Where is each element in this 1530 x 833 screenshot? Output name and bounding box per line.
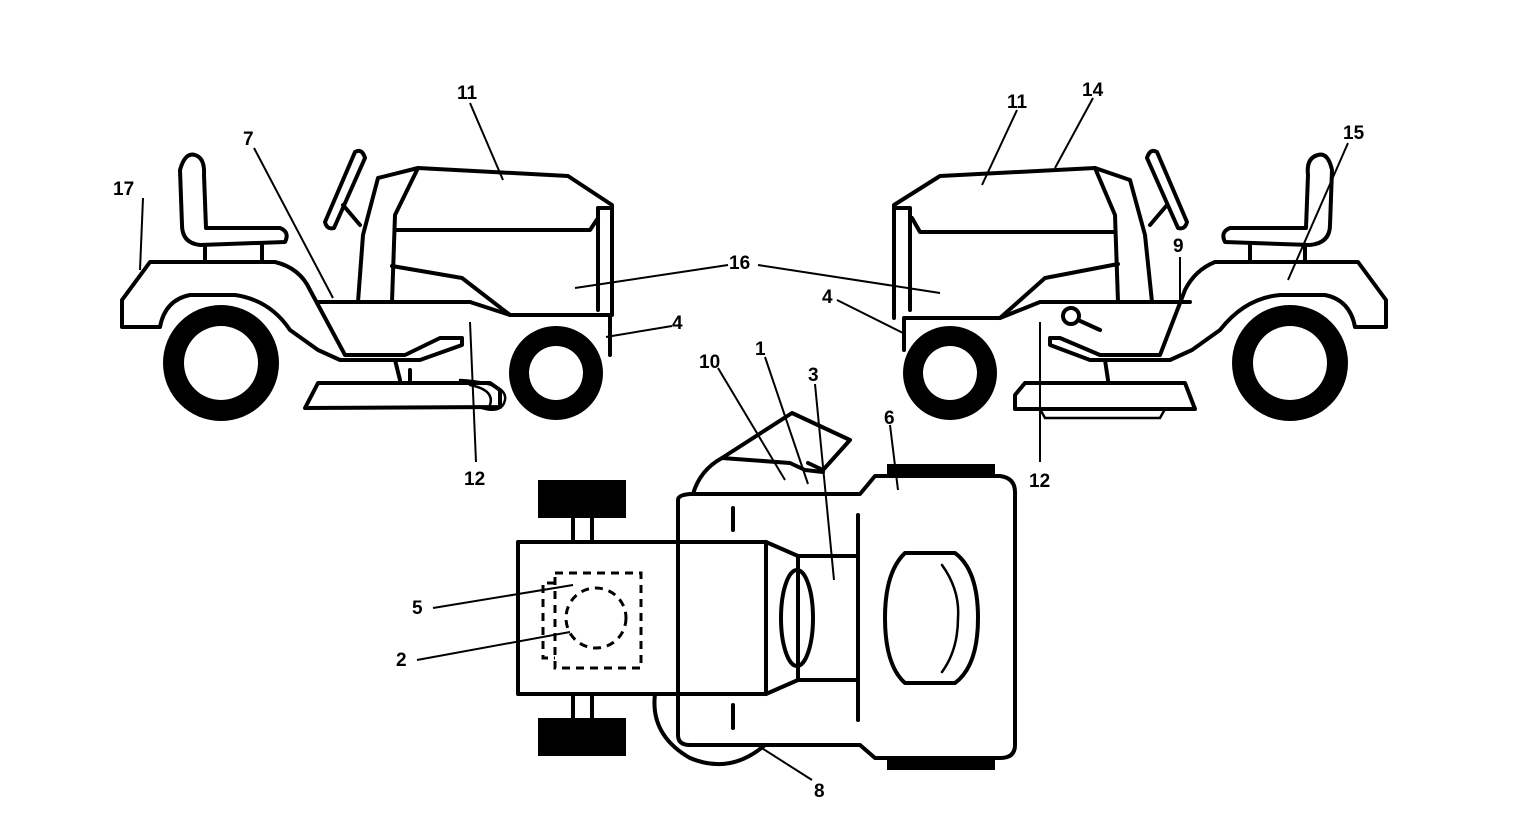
- callout-9: 9: [1173, 236, 1184, 257]
- callout-11-left: 11: [457, 83, 478, 104]
- callout-3: 3: [808, 365, 819, 386]
- leader-lines: [139, 97, 1349, 781]
- callout-17: 17: [113, 179, 134, 200]
- callout-8: 8: [814, 781, 825, 802]
- callout-16: 16: [729, 253, 750, 274]
- tractor-right-side-view: [892, 148, 1388, 421]
- callout-15: 15: [1343, 123, 1365, 144]
- tractor-left-side-view: [120, 148, 614, 421]
- callout-labels: 17 7 11 16 4 12 11 14 15 9 4 12 10 1 3 6…: [113, 80, 1365, 802]
- callout-5: 5: [412, 598, 423, 619]
- callout-12-left: 12: [464, 469, 485, 490]
- callout-2: 2: [396, 650, 407, 671]
- callout-1: 1: [755, 339, 766, 360]
- callout-12-right: 12: [1029, 471, 1050, 492]
- callout-7: 7: [243, 129, 254, 150]
- callout-4-right: 4: [822, 287, 833, 308]
- callout-14: 14: [1082, 80, 1104, 101]
- callout-4-left: 4: [672, 313, 683, 334]
- callout-10: 10: [699, 352, 720, 373]
- tractor-top-view: [516, 411, 1017, 770]
- callout-11-right: 11: [1007, 92, 1028, 113]
- callout-6: 6: [884, 408, 895, 429]
